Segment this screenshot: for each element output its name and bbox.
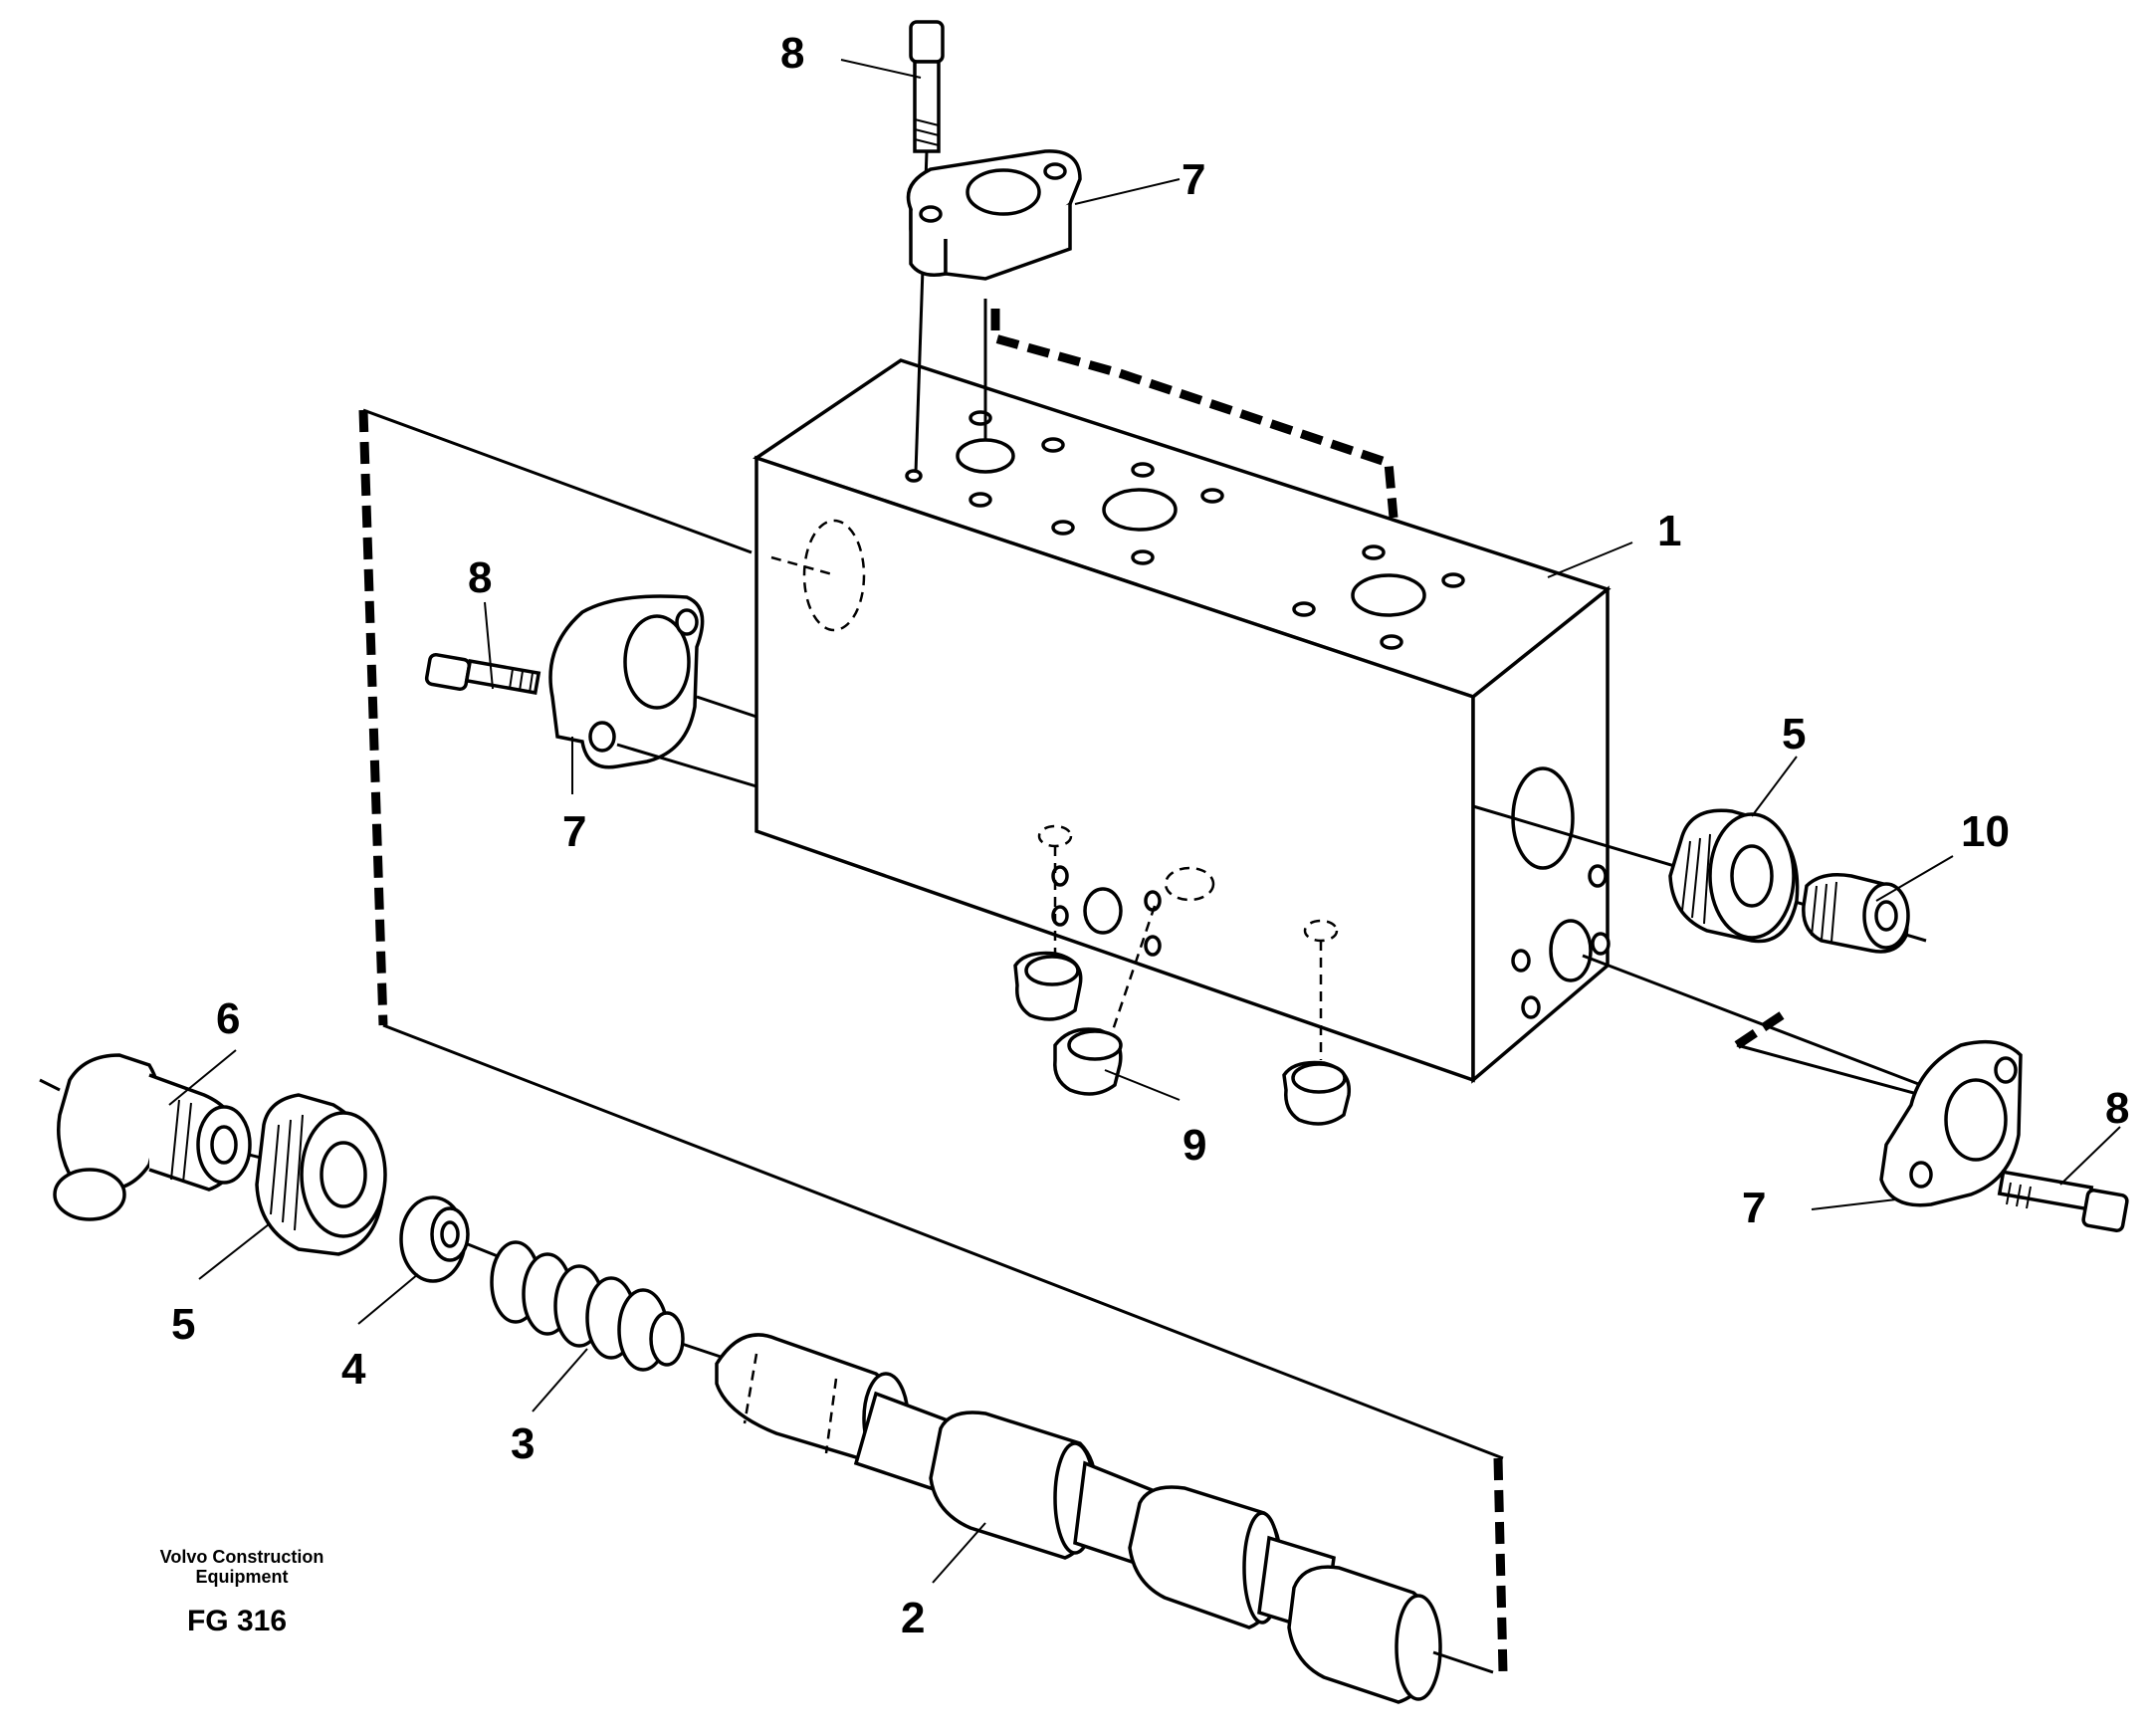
callout-flange-top: 7 (1182, 155, 1205, 204)
plug-left (255, 1093, 387, 1256)
callout-valve-block: 1 (1657, 507, 1681, 555)
callout-flange-left: 7 (562, 807, 586, 856)
spring-seat (399, 1195, 499, 1283)
figure-caption: Volvo Construction Equipment FG 316 (160, 1547, 324, 1637)
caption-company-line1: Volvo Construction (160, 1547, 324, 1567)
callout-labels: 8 7 1 8 7 5 10 9 6 8 7 5 4 3 2 (171, 29, 2129, 1642)
callout-plug-right: 5 (1782, 710, 1806, 759)
callout-spring-seat: 4 (341, 1345, 366, 1394)
callout-screw-top: 8 (780, 29, 804, 78)
tee-fitting (39, 1053, 270, 1221)
spring (490, 1240, 728, 1372)
plugs-bottom (1013, 846, 1352, 1126)
screw-left (424, 652, 541, 695)
callout-plug-left: 5 (171, 1300, 195, 1349)
plug-right (1472, 804, 1927, 944)
spool (715, 1333, 1494, 1704)
callout-plugs-bottom: 9 (1183, 1121, 1206, 1170)
flange-right (1582, 954, 2023, 1207)
callout-screw-right: 8 (2105, 1084, 2129, 1133)
flange-left (548, 594, 757, 788)
callout-flange-right: 7 (1742, 1184, 1766, 1232)
callout-spring: 3 (511, 1419, 535, 1468)
callout-nipple: 10 (1961, 807, 2010, 856)
assembly-frame (358, 309, 1508, 1673)
callout-tee-fitting: 6 (216, 994, 240, 1043)
screw-right (1997, 1170, 2129, 1232)
flange-top (906, 149, 1082, 440)
callout-spool: 2 (901, 1594, 925, 1642)
valve-block (753, 358, 1612, 1084)
caption-figure-code: FG 316 (187, 1605, 287, 1637)
callout-screw-left: 8 (468, 553, 492, 602)
leader-lines (168, 59, 2121, 1584)
nipple (1802, 873, 1910, 954)
caption-company-line2: Equipment (196, 1567, 289, 1587)
